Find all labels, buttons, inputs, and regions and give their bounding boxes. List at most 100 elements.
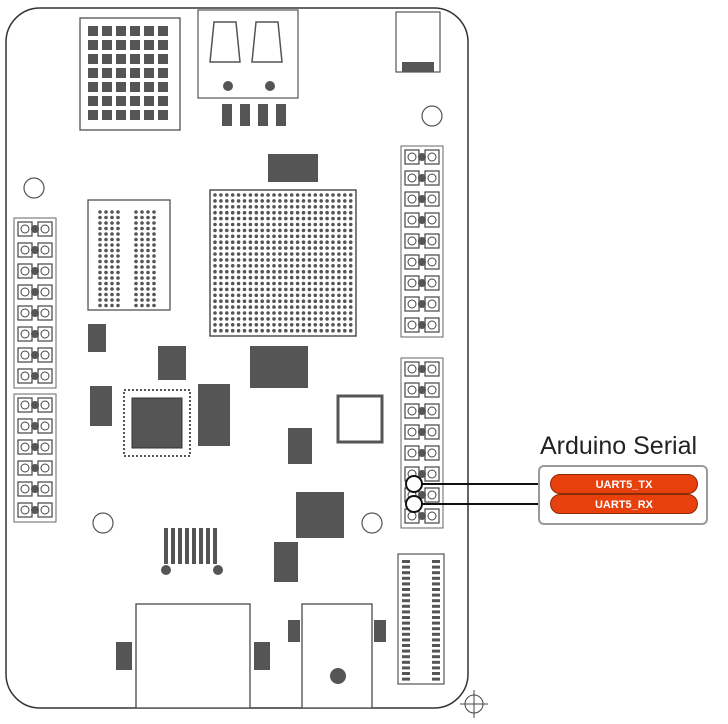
ffc-pin	[402, 610, 410, 614]
memory-ball	[98, 287, 102, 291]
cpu-ball	[225, 269, 229, 274]
cpu-ball	[289, 264, 294, 268]
memory-ball	[110, 292, 114, 297]
cpu-ball	[236, 281, 241, 286]
cpu-ball	[307, 323, 312, 327]
cpu-ball	[242, 317, 247, 321]
cpu-ball	[348, 205, 353, 209]
memory-ball	[104, 254, 108, 258]
cpu-ball	[325, 323, 329, 327]
cpu-ball	[236, 305, 241, 309]
cpu-ball	[331, 252, 335, 256]
cpu-ball	[284, 246, 288, 250]
right-header-pad	[424, 424, 440, 440]
mounting-hole	[361, 512, 383, 534]
cpu-ball	[313, 328, 318, 333]
cpu-ball	[254, 275, 259, 280]
ffc-pin	[402, 660, 410, 664]
cpu-ball	[225, 328, 229, 333]
memory-ball	[104, 265, 108, 269]
cpu-ball	[319, 293, 324, 298]
power-jack-pad	[288, 620, 300, 642]
cpu-ball	[260, 323, 265, 327]
cpu-ball	[266, 287, 270, 292]
right-header-via	[418, 321, 426, 329]
cpu-ball	[266, 293, 270, 298]
cpu-ball	[295, 323, 300, 327]
cpu-ball	[313, 287, 318, 292]
cpu-ball	[325, 269, 329, 274]
left-header-pin	[20, 266, 30, 276]
cpu-ball	[266, 299, 270, 304]
memory-ball	[134, 237, 138, 242]
left-header-pad	[37, 460, 53, 476]
cpu-ball	[295, 287, 300, 292]
cpu-ball	[319, 264, 324, 268]
cpu-ball	[242, 299, 247, 304]
right-header-pad	[424, 487, 440, 503]
ffc-pin	[432, 593, 440, 597]
cpu-ball	[278, 246, 282, 250]
cpu-ball	[242, 205, 247, 209]
cpu-ball	[225, 246, 229, 250]
cpu-ball	[225, 275, 229, 280]
cpu-ball	[278, 269, 282, 274]
cpu-ball	[260, 281, 265, 286]
right-header-pin	[407, 215, 417, 225]
memory-ball	[146, 210, 150, 214]
cpu-ball	[213, 275, 217, 280]
right-header-via	[418, 279, 426, 287]
left-header-via	[31, 372, 39, 380]
cpu-ball	[289, 246, 294, 250]
memory-ball	[98, 221, 102, 225]
memory-ball	[140, 298, 144, 302]
cpu-ball	[331, 293, 335, 298]
ffc-pin	[402, 666, 410, 670]
cpu-ball	[289, 222, 294, 227]
cpu-ball	[225, 216, 229, 221]
left-header-via	[31, 506, 39, 514]
cpu-ball	[307, 293, 312, 298]
cpu-ball	[213, 281, 217, 286]
cpu-ball	[331, 246, 335, 250]
cpu-ball	[348, 252, 353, 256]
left-header-via	[31, 246, 39, 254]
mounting-hole	[23, 177, 45, 199]
left-header-pad	[37, 347, 53, 363]
cpu-ball	[313, 234, 318, 239]
module-pad	[88, 82, 98, 92]
cpu-ball	[242, 258, 247, 262]
cpu-ball	[295, 305, 300, 309]
memory-ball	[134, 221, 138, 225]
cpu-ball	[260, 264, 265, 268]
cpu-ball	[260, 246, 265, 250]
right-header-pin	[427, 173, 437, 183]
module-pad	[102, 68, 112, 78]
left-header-via	[31, 267, 39, 275]
ffc-pin	[432, 582, 440, 586]
right-header-pin	[407, 448, 417, 458]
left-header-pin	[40, 442, 50, 452]
memory-ball	[104, 221, 108, 225]
ic	[274, 542, 298, 582]
left-header-via	[31, 443, 39, 451]
cpu-ball	[254, 269, 259, 274]
cpu-ball	[248, 205, 253, 209]
cpu-ball	[213, 193, 217, 197]
cpu-ball	[242, 287, 247, 292]
ffc-pin	[432, 599, 440, 603]
right-header-pad	[424, 361, 440, 377]
cpu-ball	[319, 228, 324, 233]
cpu-ball	[325, 222, 329, 227]
cpu-ball	[248, 281, 253, 286]
right-header-via	[418, 216, 426, 224]
memory-ball	[116, 210, 120, 214]
cpu-ball	[219, 323, 223, 327]
cpu-ball	[260, 222, 265, 227]
cpu-ball	[325, 264, 329, 268]
memory-ball	[98, 237, 102, 242]
cpu-ball	[307, 205, 312, 209]
ffc-pin	[402, 604, 410, 608]
cpu-ball	[289, 234, 294, 239]
cpu-ball	[272, 216, 276, 221]
